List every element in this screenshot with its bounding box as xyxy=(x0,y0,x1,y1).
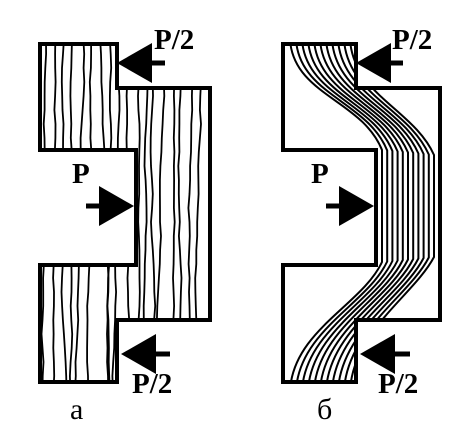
panel-a-straight-grain xyxy=(40,44,205,382)
grain-line xyxy=(177,44,184,382)
grain-line xyxy=(86,44,94,382)
grain-line xyxy=(153,44,166,382)
panel-b-outline xyxy=(281,42,442,384)
grain-line xyxy=(74,44,86,382)
grain-line xyxy=(40,44,48,382)
panel-a-middle-load-label: P xyxy=(72,158,90,190)
curved-grain-line xyxy=(313,44,404,382)
curved-grain-line xyxy=(295,44,389,382)
panel-b-middle-load-label: P xyxy=(311,158,329,190)
curved-grain-line xyxy=(319,44,409,382)
curved-grain-line xyxy=(307,44,399,382)
panel-b-curved-grain xyxy=(289,44,435,382)
grain-line xyxy=(68,44,74,382)
panel-a-piece xyxy=(38,42,212,384)
panel-a-top-load-label: P/2 xyxy=(154,24,195,56)
curved-grain-line xyxy=(325,44,415,382)
panel-b-piece xyxy=(281,42,442,384)
panel-b-top-load-label: P/2 xyxy=(392,24,433,56)
panel-b-bottom-load-label: P/2 xyxy=(378,368,419,400)
grain-line xyxy=(186,44,194,382)
grain-line xyxy=(125,44,131,382)
grain-line xyxy=(60,44,68,382)
curved-grain-line xyxy=(301,44,394,382)
grain-line xyxy=(149,44,157,382)
grain-line xyxy=(194,44,205,382)
curved-grain-line xyxy=(331,44,420,382)
curved-grain-line xyxy=(289,44,383,382)
grain-line xyxy=(51,44,57,382)
grain-line xyxy=(142,44,149,382)
grain-line xyxy=(171,44,176,382)
panel-a-label: а xyxy=(70,393,84,426)
grain-line xyxy=(99,44,111,382)
panel-a-bottom-load-label: P/2 xyxy=(132,368,173,400)
panel-b-label: б xyxy=(317,393,333,426)
panel-a-outline xyxy=(38,42,212,384)
